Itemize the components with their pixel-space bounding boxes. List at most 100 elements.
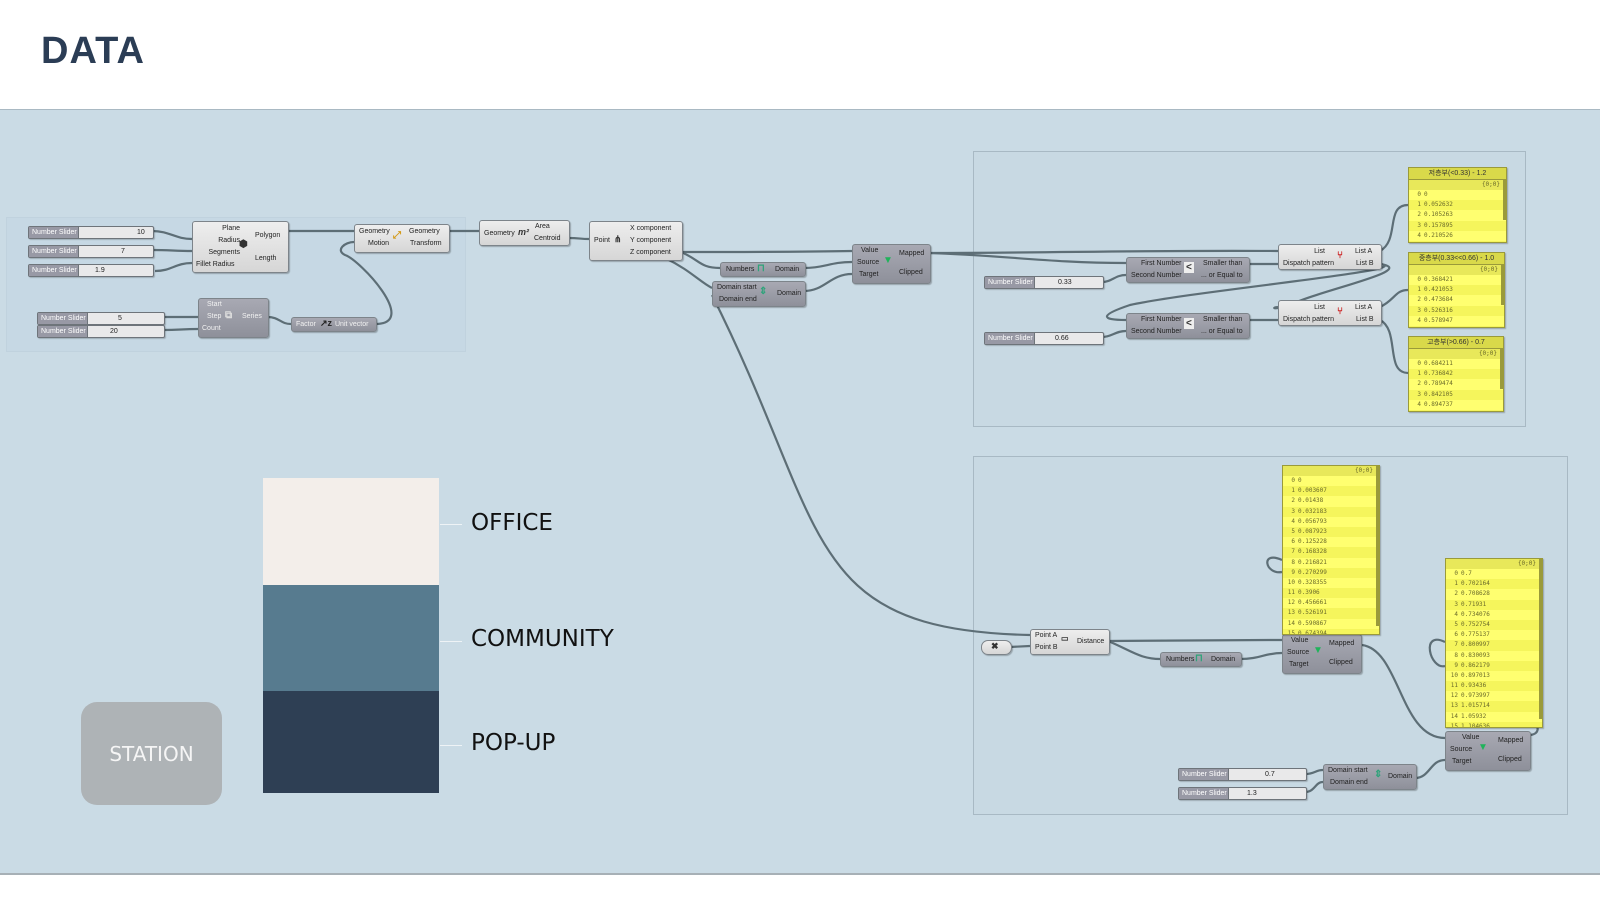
row-value: 0.894737	[1424, 400, 1453, 408]
row-value: 0.674394	[1298, 629, 1327, 635]
point-param-icon: ✖	[991, 641, 999, 651]
wire	[803, 272, 853, 293]
remap-component-2[interactable]: Value Source Target ▼ Mapped Clipped	[1282, 634, 1362, 674]
grasshopper-canvas[interactable]: Number Slider 10 Number Slider 7 Number …	[0, 109, 1600, 875]
scrollbar[interactable]	[1501, 264, 1504, 305]
row-index: 11	[1450, 682, 1458, 690]
series-component[interactable]: Start Step Count ⧉ Series	[198, 298, 269, 338]
bounds-icon: ⊓	[757, 263, 765, 274]
distance-component[interactable]: Point A Point B ▭ Distance	[1030, 629, 1110, 655]
row-value: 0.526316	[1424, 306, 1453, 314]
count-slider[interactable]: Number Slider 20	[37, 325, 165, 338]
point-parameter[interactable]: ✖	[981, 640, 1012, 655]
row-index: 5	[1454, 620, 1458, 628]
row-index: 12	[1287, 599, 1295, 607]
row-index: 2	[1291, 497, 1295, 505]
row-value: 0.105263	[1424, 211, 1453, 219]
row-value: 0	[1424, 191, 1428, 198]
row-value: 0.862179	[1461, 661, 1490, 669]
construct-domain-component-2[interactable]: Domain start Domain end ⇕ Domain	[1323, 764, 1417, 790]
construct-domain-component[interactable]: Domain start Domain end ⇕ Domain	[712, 281, 806, 307]
scrollbar[interactable]	[1503, 179, 1506, 220]
bounds-component-2[interactable]: Numbers ⊓ Domain	[1160, 652, 1242, 667]
construct-domain-icon: ⇕	[1374, 769, 1383, 780]
smaller-than-component-1[interactable]: First Number Second Number < Smaller tha…	[1126, 257, 1250, 283]
row-index: 3	[1454, 600, 1458, 608]
domain-end-slider[interactable]: Number Slider 1.3	[1178, 787, 1307, 800]
area-component[interactable]: Geometry m² Area Centroid	[479, 220, 570, 246]
wire	[664, 257, 713, 289]
row-index: 1	[1454, 580, 1458, 588]
row-index: 2	[1417, 211, 1421, 219]
dispatch-component-2[interactable]: List Dispatch pattern ⑂ List A List B	[1278, 300, 1382, 326]
move-component[interactable]: Geometry Motion ⤢ Geometry Transform	[354, 224, 450, 253]
deconstruct-icon: ⋔	[614, 234, 622, 244]
remap-component[interactable]: Value Source Target ▼ Mapped Clipped	[852, 244, 931, 284]
polygon-component[interactable]: Plane Radius Segments Fillet Radius ⬢ Po…	[192, 221, 289, 273]
row-index: 6	[1454, 631, 1458, 639]
series-icon: ⧉	[225, 310, 233, 321]
distance-icon: ▭	[1061, 634, 1069, 643]
row-value: 0.734076	[1461, 610, 1490, 618]
radius-slider[interactable]: Number Slider 10	[28, 226, 154, 239]
row-value: 0.775137	[1461, 631, 1490, 639]
row-index: 12	[1450, 692, 1458, 700]
dispatch-component-1[interactable]: List Dispatch pattern ⑂ List A List B	[1278, 244, 1382, 270]
row-value: 0.473684	[1424, 296, 1453, 304]
row-index: 9	[1454, 661, 1458, 669]
scrollbar[interactable]	[1500, 348, 1503, 389]
row-index: 3	[1291, 507, 1295, 515]
row-value: 0.052632	[1424, 201, 1453, 209]
deconstruct-point-component[interactable]: Point ⋔ X component Y component Z compon…	[589, 221, 683, 261]
row-index: 8	[1454, 651, 1458, 659]
low-threshold-slider[interactable]: Number Slider 0.33	[984, 276, 1104, 289]
row-index: 13	[1450, 702, 1458, 710]
row-value: 0.947368	[1424, 411, 1453, 412]
scrollbar[interactable]	[1539, 559, 1542, 719]
row-index: 5	[1411, 241, 1421, 243]
unit-z-component[interactable]: Factor ↗z Unit vector	[291, 317, 377, 332]
legend-label-community: COMMUNITY	[471, 626, 614, 652]
bounds-icon: ⊓	[1195, 653, 1203, 664]
high-threshold-slider[interactable]: Number Slider 0.66	[984, 332, 1104, 345]
row-value: 0.125228	[1298, 538, 1327, 546]
remap-component-3[interactable]: Value Source Target ▼ Mapped Clipped	[1445, 731, 1531, 771]
domain-start-slider[interactable]: Number Slider 0.7	[1178, 768, 1307, 781]
fillet-slider[interactable]: Number Slider 1.9	[28, 264, 154, 277]
bounds-component[interactable]: Numbers ⊓ Domain	[720, 262, 806, 277]
wire	[567, 236, 590, 241]
step-slider[interactable]: Number Slider 5	[37, 312, 165, 325]
row-index: 4	[1291, 517, 1295, 525]
segments-slider[interactable]: Number Slider 7	[28, 245, 154, 258]
scrollbar[interactable]	[1376, 466, 1379, 626]
smaller-than-component-2[interactable]: First Number Second Number < Smaller tha…	[1126, 313, 1250, 339]
row-index: 15	[1450, 722, 1458, 728]
row-index: 3	[1417, 306, 1421, 314]
row-value: 0.421053	[1424, 286, 1453, 294]
row-value: 0.752754	[1461, 620, 1490, 628]
less-than-icon: <	[1184, 262, 1194, 273]
